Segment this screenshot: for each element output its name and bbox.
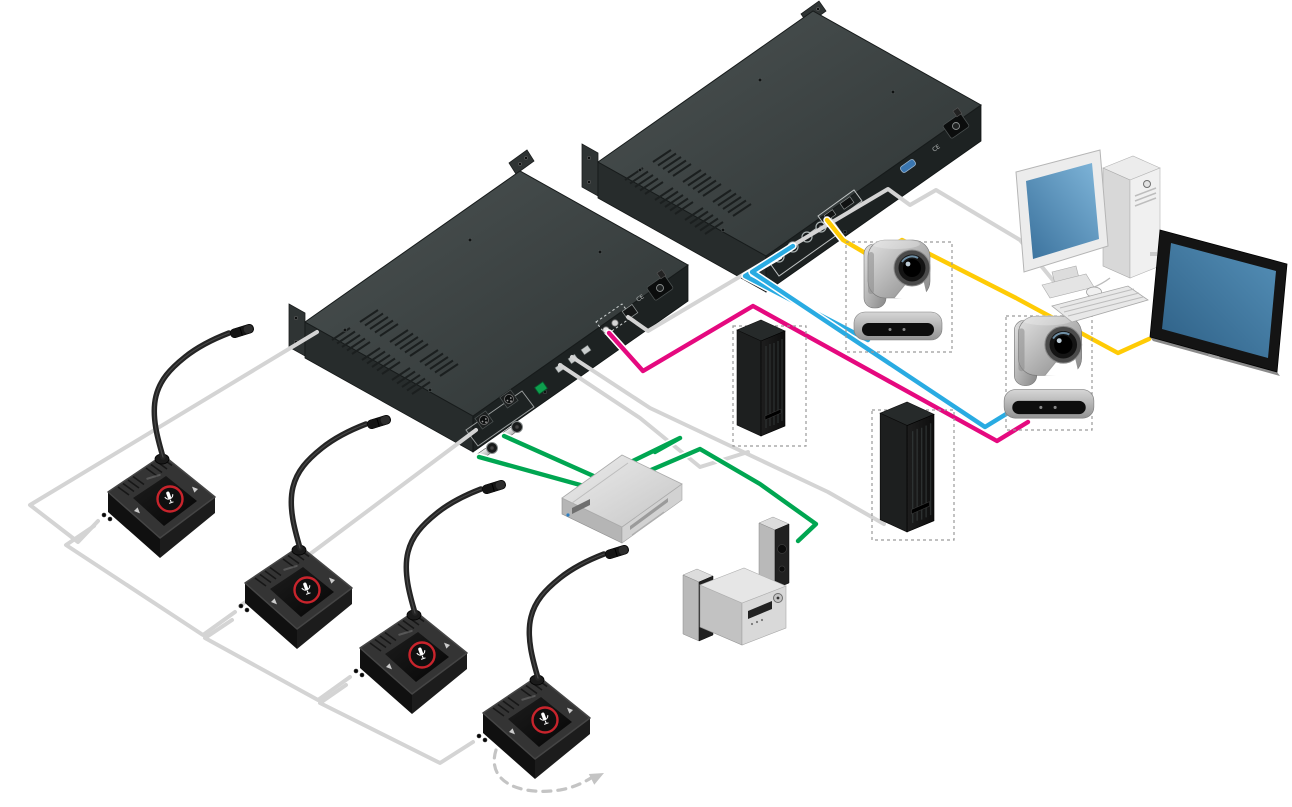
arrow-head bbox=[588, 773, 604, 785]
power-switch bbox=[534, 381, 548, 395]
keyboard bbox=[1051, 285, 1149, 323]
column-speaker-1 bbox=[736, 319, 786, 437]
ethernet-port bbox=[621, 303, 639, 321]
amplifier-set bbox=[682, 516, 790, 646]
dvd-player bbox=[561, 454, 683, 544]
ce-mark: CE bbox=[635, 293, 646, 303]
cable-camera-2 bbox=[749, 243, 1019, 430]
cable-mic-link-3-4 bbox=[318, 683, 475, 765]
optional-border-speaker-2 bbox=[871, 409, 955, 541]
tv-screen bbox=[1162, 243, 1276, 358]
amplifier-display bbox=[748, 601, 772, 619]
cable-audio-dvd bbox=[501, 433, 683, 481]
conference-main-unit: CE bbox=[288, 149, 689, 462]
vga-port bbox=[900, 159, 916, 173]
power-button bbox=[1143, 180, 1151, 188]
column-speaker-2 bbox=[879, 401, 935, 533]
cable-mic-link-2-3 bbox=[203, 618, 352, 702]
cable-mic-link-1-2 bbox=[64, 524, 237, 637]
mic-unit-3 bbox=[354, 479, 507, 714]
cable-pc-control bbox=[626, 187, 1058, 333]
ce-mark: CE bbox=[931, 143, 942, 153]
mic-unit-2 bbox=[239, 414, 392, 649]
cable-speaker-2 bbox=[570, 355, 886, 526]
hdmi-port bbox=[839, 196, 855, 210]
monitor-screen bbox=[1026, 163, 1099, 259]
cable-video-out bbox=[606, 303, 1031, 444]
rack-ear-top bbox=[508, 149, 535, 175]
flat-panel-display bbox=[1149, 229, 1288, 376]
tv-logo bbox=[1208, 353, 1220, 360]
mic-unit-1 bbox=[102, 323, 255, 558]
dvd-power-led bbox=[566, 513, 570, 517]
desktop-computer bbox=[1015, 149, 1161, 323]
ptz-camera-2 bbox=[1003, 314, 1095, 420]
rack-ear-left bbox=[581, 143, 599, 197]
extension-arrow bbox=[492, 748, 604, 793]
mic-unit-4 bbox=[477, 544, 630, 779]
ptz-camera-1 bbox=[853, 238, 943, 341]
